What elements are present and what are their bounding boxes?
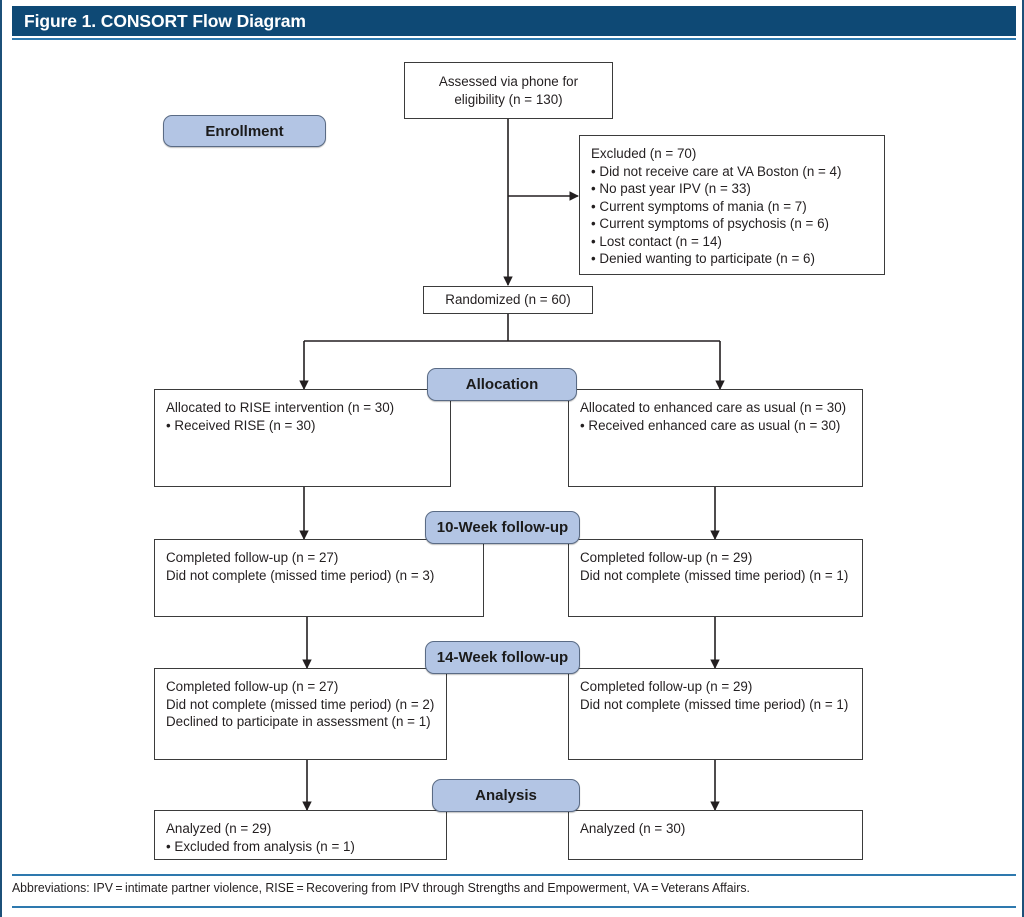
box-allocation-right: Allocated to enhanced care as usual (n =… bbox=[568, 389, 863, 487]
box-followup10-right-line-2: Did not complete (missed time period) (n… bbox=[580, 567, 849, 583]
title-divider bbox=[12, 38, 1016, 40]
box-followup10-right: Completed follow-up (n = 29) Did not com… bbox=[568, 539, 863, 617]
box-excluded: Excluded (n = 70) • Did not receive care… bbox=[579, 135, 885, 275]
figure-footnote: Abbreviations: IPV = intimate partner vi… bbox=[12, 880, 750, 895]
box-followup14-left-line-2: Did not complete (missed time period) (n… bbox=[166, 696, 435, 712]
footnote-divider-top bbox=[12, 874, 1016, 876]
stage-label-followup-14week: 14-Week follow-up bbox=[425, 641, 580, 674]
figure-title-bar: Figure 1. CONSORT Flow Diagram bbox=[12, 6, 1016, 36]
box-excluded-line-2: • Did not receive care at VA Boston (n =… bbox=[591, 163, 842, 179]
box-randomized: Randomized (n = 60) bbox=[423, 286, 593, 314]
box-followup10-left-line-2: Did not complete (missed time period) (n… bbox=[166, 567, 435, 583]
box-excluded-line-3: • No past year IPV (n = 33) bbox=[591, 181, 751, 196]
box-followup14-right-line-2: Did not complete (missed time period) (n… bbox=[580, 696, 849, 712]
box-allocation-right-line-1: Allocated to enhanced care as usual (n =… bbox=[580, 400, 847, 415]
box-allocation-left: Allocated to RISE intervention (n = 30) … bbox=[154, 389, 451, 487]
box-analysis-left-line-2: • Excluded from analysis (n = 1) bbox=[166, 838, 355, 854]
box-randomized-line-1: Randomized (n = 60) bbox=[445, 292, 571, 308]
box-assessed: Assessed via phone for eligibility (n = … bbox=[404, 62, 613, 119]
box-allocation-right-line-2: • Received enhanced care as usual (n = 3… bbox=[580, 417, 841, 433]
stage-label-enrollment: Enrollment bbox=[163, 115, 326, 147]
box-followup10-right-line-1: Completed follow-up (n = 29) bbox=[580, 550, 753, 565]
box-excluded-line-7: • Denied wanting to participate (n = 6) bbox=[591, 251, 815, 266]
box-excluded-line-6: • Lost contact (n = 14) bbox=[591, 233, 722, 249]
box-followup14-left-line-1: Completed follow-up (n = 27) bbox=[166, 679, 339, 694]
stage-label-followup-10week-text: 10-Week follow-up bbox=[436, 519, 569, 536]
box-followup10-left-line-1: Completed follow-up (n = 27) bbox=[166, 550, 339, 565]
stage-label-allocation-text: Allocation bbox=[465, 376, 539, 393]
box-analysis-left-line-1: Analyzed (n = 29) bbox=[166, 821, 272, 836]
stage-label-allocation: Allocation bbox=[427, 368, 577, 401]
page-title: Figure 1. CONSORT Flow Diagram bbox=[24, 10, 306, 31]
box-allocation-left-line-1: Allocated to RISE intervention (n = 30) bbox=[166, 400, 395, 415]
stage-label-enrollment-text: Enrollment bbox=[205, 122, 284, 140]
stage-label-followup-14week-text: 14-Week follow-up bbox=[436, 649, 569, 666]
stage-label-analysis: Analysis bbox=[432, 779, 580, 812]
box-followup14-right-line-1: Completed follow-up (n = 29) bbox=[580, 679, 753, 694]
box-followup10-left: Completed follow-up (n = 27) Did not com… bbox=[154, 539, 484, 617]
box-assessed-line-2: eligibility (n = 130) bbox=[454, 91, 563, 107]
box-excluded-line-1: Excluded (n = 70) bbox=[591, 146, 697, 161]
stage-label-analysis-text: Analysis bbox=[475, 787, 537, 804]
box-assessed-line-1: Assessed via phone for bbox=[438, 74, 579, 89]
box-excluded-line-5: • Current symptoms of psychosis (n = 6) bbox=[591, 216, 829, 231]
box-analysis-left: Analyzed (n = 29) • Excluded from analys… bbox=[154, 810, 447, 860]
box-analysis-right-line-1: Analyzed (n = 30) bbox=[580, 821, 686, 836]
box-followup14-left: Completed follow-up (n = 27) Did not com… bbox=[154, 668, 447, 760]
box-analysis-right: Analyzed (n = 30) bbox=[568, 810, 863, 860]
box-followup14-left-line-3: Declined to participate in assessment (n… bbox=[166, 714, 431, 729]
stage-label-followup-10week: 10-Week follow-up bbox=[425, 511, 580, 544]
box-followup14-right: Completed follow-up (n = 29) Did not com… bbox=[568, 668, 863, 760]
box-excluded-line-4: • Current symptoms of mania (n = 7) bbox=[591, 198, 807, 214]
box-allocation-left-line-2: • Received RISE (n = 30) bbox=[166, 417, 316, 433]
footnote-divider-bottom bbox=[12, 906, 1016, 908]
